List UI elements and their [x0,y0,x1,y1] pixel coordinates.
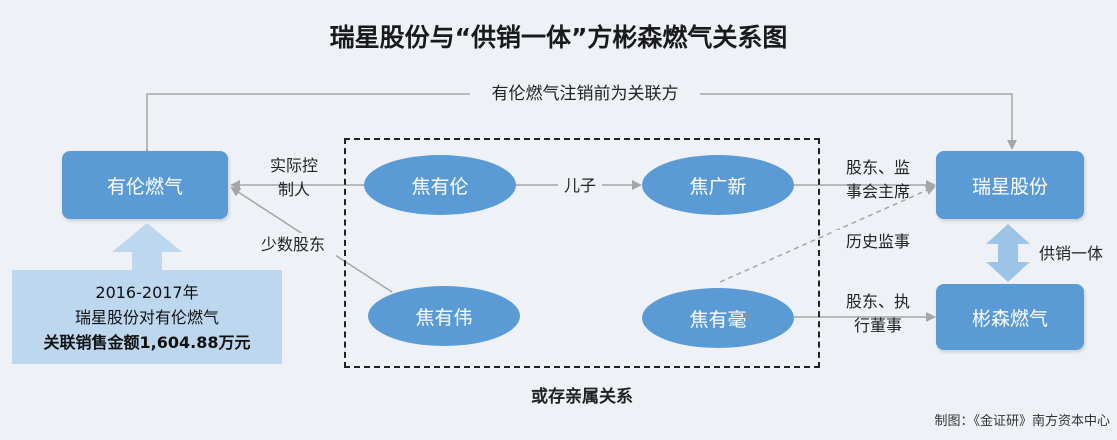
node-jiao-guangxin: 焦广新 [642,155,794,215]
shareholder-supervisor-label: 股东、监 事会主席 [836,156,920,204]
shareholder-exec-line1: 股东、执 [845,292,910,311]
controller-label: 实际控 制人 [256,154,332,202]
sales-note-line3: 关联销售金额1,604.88万元 [43,332,251,352]
shareholder-exec-line2: 行董事 [853,316,902,335]
shareholder-exec-label: 股东、执 行董事 [836,290,920,338]
sales-note-line2: 瑞星股份对有伦燃气 [74,307,219,327]
supply-double-arrow [986,224,1030,282]
diagram-title: 瑞星股份与“供销一体”方彬森燃气关系图 [329,23,788,52]
credit-text: 制图：《金证研》南方资本中心 [934,414,1110,429]
controller-label-line2: 制人 [277,180,310,199]
minority-label: 少数股东 [250,233,336,257]
supply-sales-label: 供销一体 [1038,244,1103,263]
history-supervisor-label: 历史监事 [834,230,922,254]
history-line [719,185,936,283]
node-jiao-youhao: 焦有毫 [642,288,794,348]
shareholder-supervisor-line1: 股东、监 [845,158,910,177]
son-label: 儿子 [558,174,602,198]
note-up-arrow [112,223,182,270]
node-jiao-youlun: 焦有伦 [364,155,516,215]
controller-label-line1: 实际控 [269,156,318,175]
node-youlun-gas: 有伦燃气 [62,151,228,219]
sales-note-line1: 2016-2017年 [95,282,199,302]
node-jiao-youwei: 焦有伟 [368,286,520,346]
node-ruixing: 瑞星股份 [936,151,1084,219]
shareholder-supervisor-line2: 事会主席 [845,182,910,201]
top-arc-label: 有伦燃气注销前为关联方 [470,82,700,106]
family-group-box [344,138,820,368]
sales-note-box: 2016-2017年 瑞星股份对有伦燃气 关联销售金额1,604.88万元 [12,270,282,364]
group-caption: 或存亲属关系 [531,387,633,407]
node-binsen-gas: 彬森燃气 [936,284,1084,350]
